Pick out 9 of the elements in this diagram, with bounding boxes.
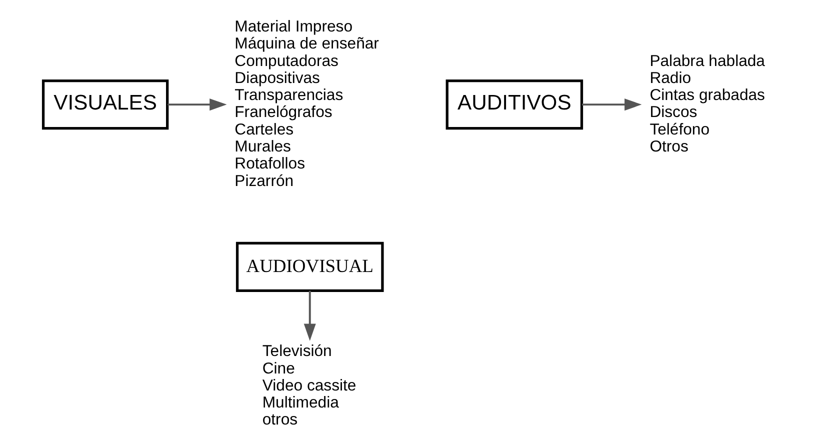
node-text: Televisión Cine Video cassite Multimedia otros	[262, 343, 356, 429]
node-text: Palabra hablada Radio Cintas grabadas Discos Teléfono Otros	[649, 52, 764, 156]
arrow	[167, 98, 226, 111]
node-text: Material Impreso Máquina de enseñar Computadoras Diapositivas Transparencias Franelógrafos Carteles Murales Rotafollos Pizarrón	[234, 18, 378, 190]
node-box: VISUALES	[41, 79, 168, 130]
arrow	[581, 98, 642, 111]
arrow	[303, 290, 316, 341]
node-box: AUDITIVOS	[445, 79, 583, 130]
node-box: AUDIOVISUAL	[235, 242, 384, 292]
